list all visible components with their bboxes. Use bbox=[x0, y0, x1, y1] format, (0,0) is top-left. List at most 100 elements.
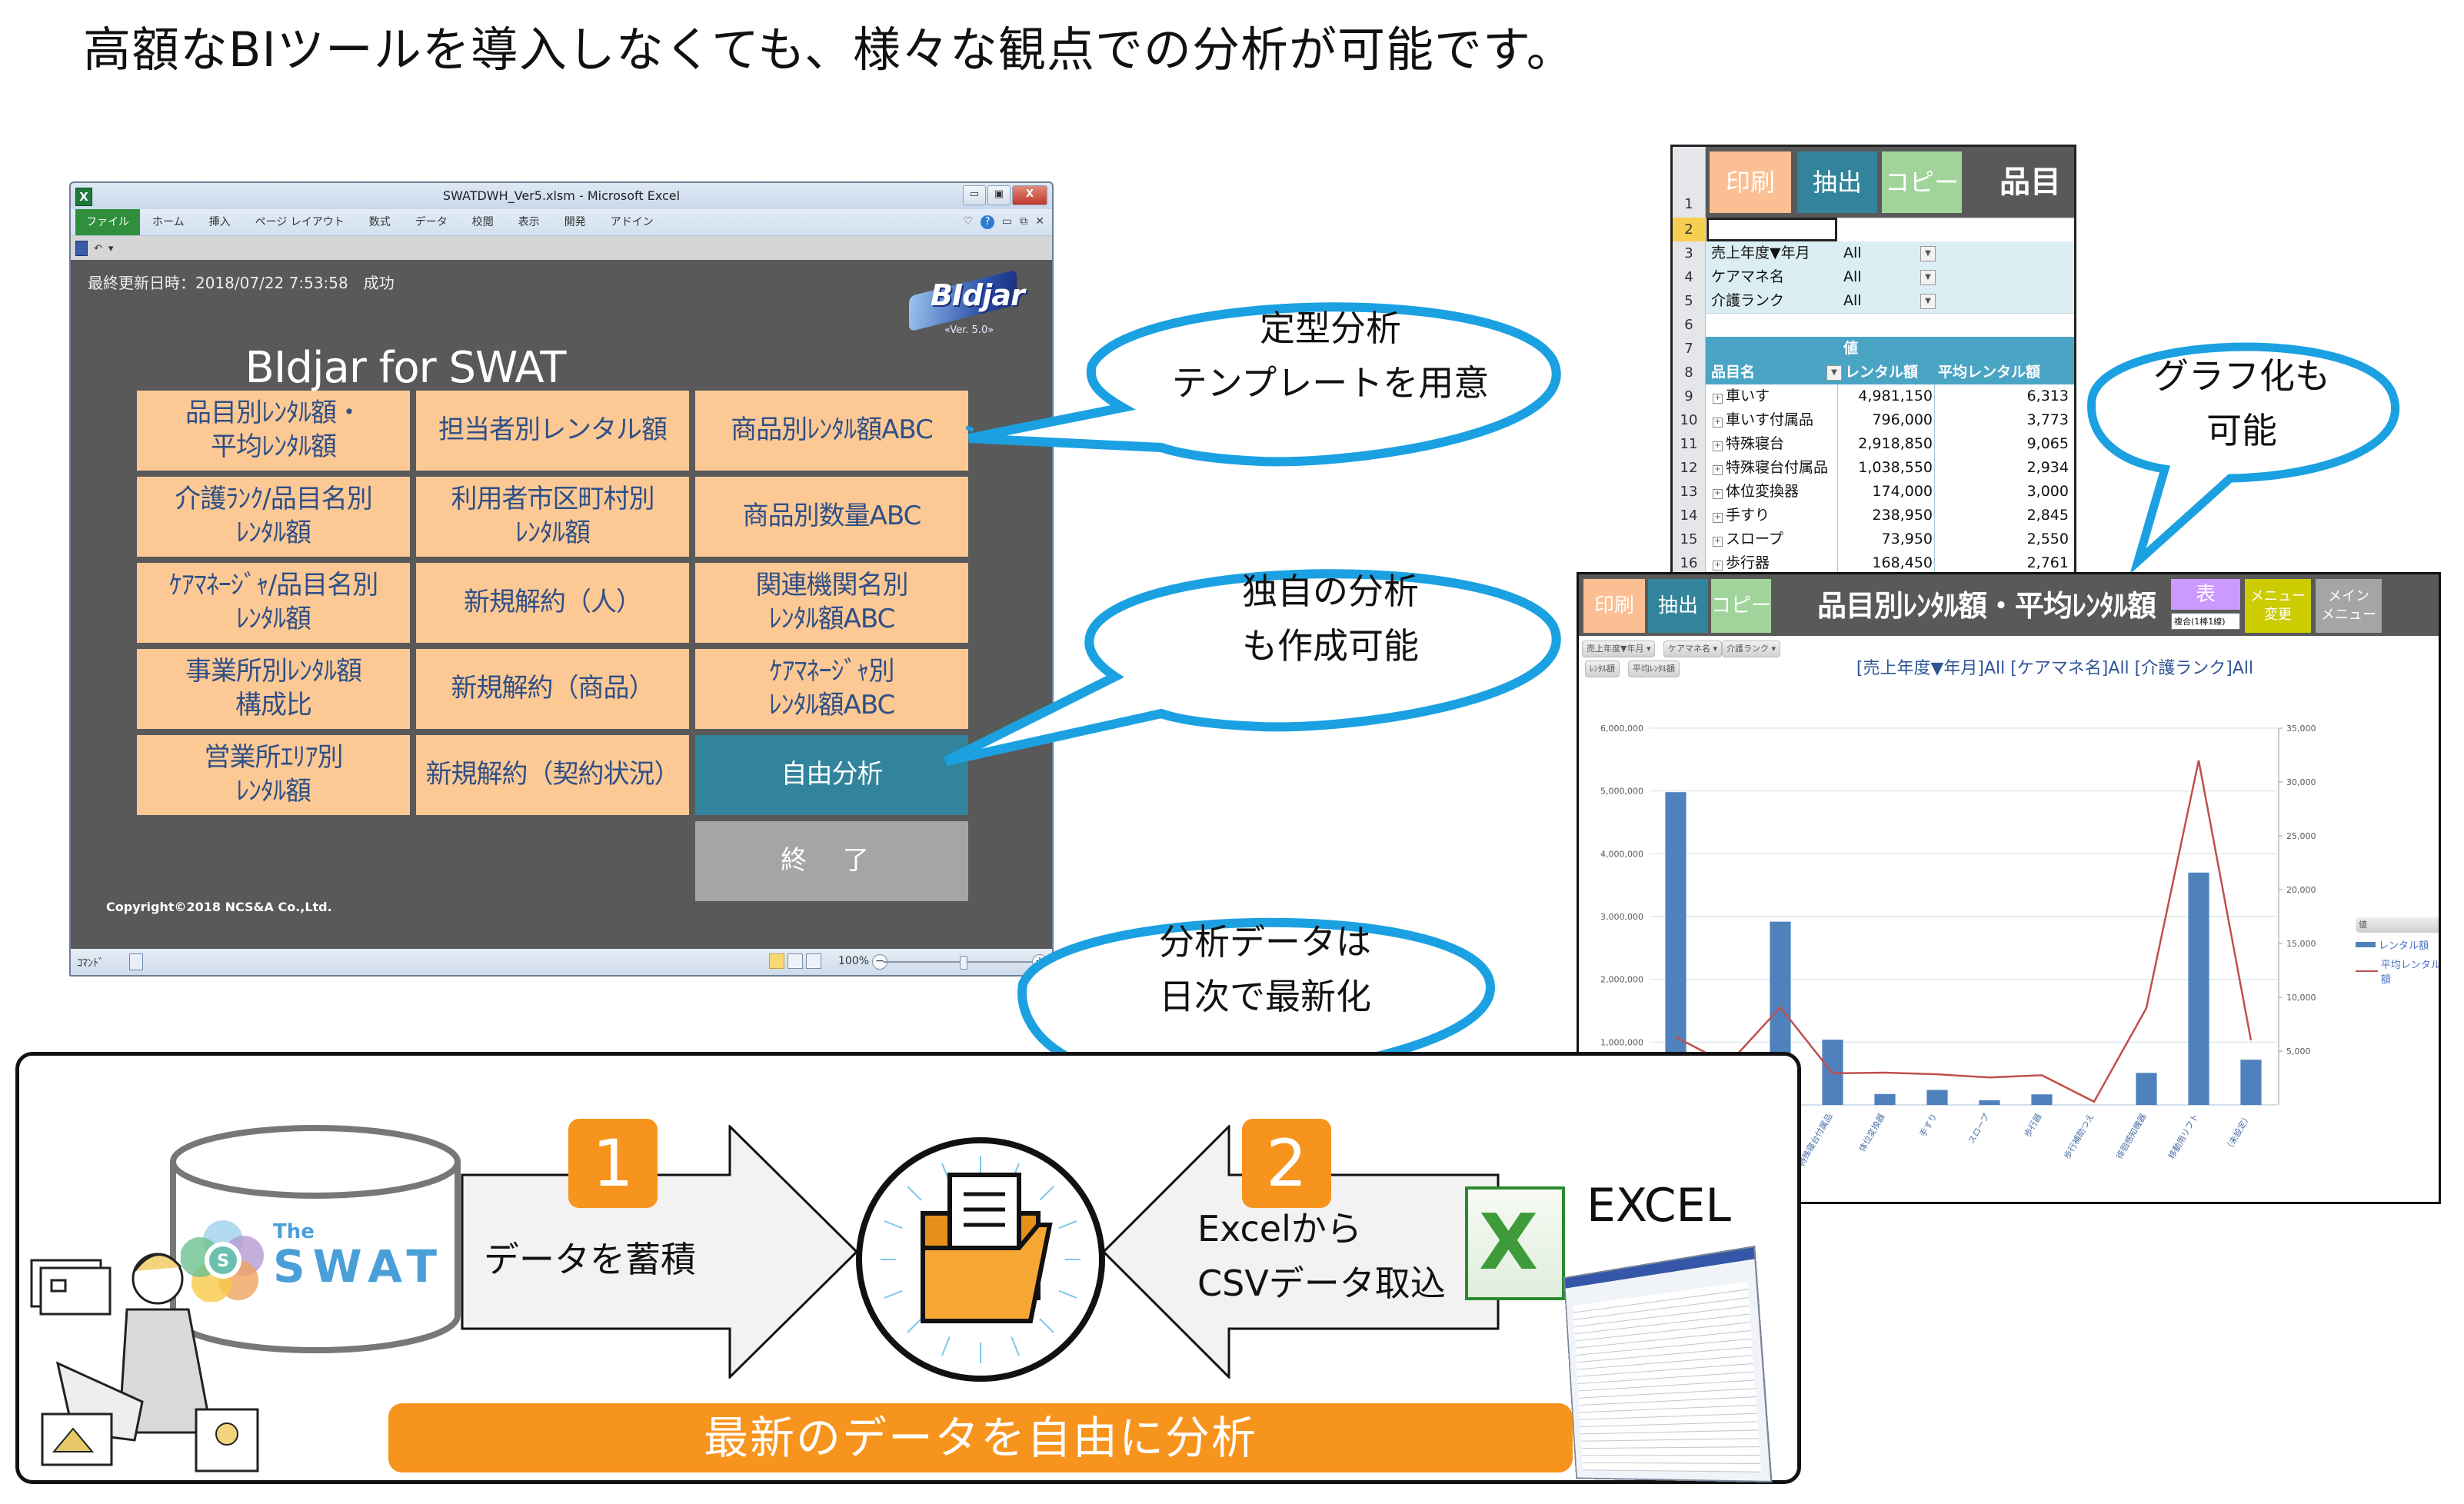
page-layout-view-icon[interactable] bbox=[787, 953, 803, 969]
item-name-cell[interactable]: +手すり bbox=[1713, 504, 1770, 527]
print-button[interactable]: 印刷 bbox=[1583, 579, 1645, 633]
chart-type-select[interactable]: 複合(1棒1線) bbox=[2171, 613, 2240, 630]
tab-review[interactable]: 校閲 bbox=[471, 216, 494, 228]
normal-view-icon[interactable] bbox=[769, 953, 784, 969]
menu-item-new-cancel-person[interactable]: 新規解約（人） bbox=[416, 563, 689, 643]
menu-item-product-rental-abc[interactable]: 商品別ﾚﾝﾀﾙ額ABC bbox=[695, 391, 968, 471]
tab-data[interactable]: データ bbox=[415, 216, 448, 228]
speech-bubble-shape bbox=[944, 569, 1561, 766]
item-name-cell[interactable]: +車いす bbox=[1713, 384, 1770, 408]
zoom-level[interactable]: 100% bbox=[837, 955, 869, 967]
menu-item-office-composition[interactable]: 事業所別ﾚﾝﾀﾙ額 構成比 bbox=[137, 649, 410, 729]
x-category-label: 徘徊感知機器 bbox=[2113, 1112, 2148, 1161]
item-name-cell[interactable]: +スロープ bbox=[1713, 527, 1783, 551]
undo-icon[interactable]: ↶ bbox=[94, 242, 102, 255]
menu-item-care-manager-item[interactable]: ｹｱﾏﾈｰｼﾞｬ/品目名別 ﾚﾝﾀﾙ額 bbox=[137, 563, 410, 643]
help-icon[interactable]: ? bbox=[981, 215, 995, 229]
free-analysis-button[interactable]: 自由分析 bbox=[695, 735, 968, 815]
tab-insert[interactable]: 挿入 bbox=[208, 216, 231, 228]
page-break-view-icon[interactable] bbox=[806, 953, 821, 969]
expand-icon[interactable]: + bbox=[1713, 394, 1723, 404]
legend-header[interactable]: 値 bbox=[2356, 917, 2439, 933]
menu-item-new-cancel-product[interactable]: 新規解約（商品） bbox=[416, 649, 689, 729]
tab-page-layout[interactable]: ページ レイアウト bbox=[255, 216, 345, 228]
print-button[interactable]: 印刷 bbox=[1710, 151, 1791, 213]
filter-row: 4 ケアマネ名 All ▼ bbox=[1673, 265, 2074, 290]
heart-icon[interactable]: ♡ bbox=[963, 215, 974, 228]
save-icon[interactable] bbox=[75, 241, 88, 256]
filter-pill-sales-year[interactable]: 売上年度▼年月 ▾ bbox=[1582, 641, 1656, 657]
ribbon-minimize-icon[interactable]: ▭ bbox=[1002, 215, 1013, 228]
main-menu-button[interactable]: メイン メニュー bbox=[2316, 579, 2382, 633]
workbook-close-icon[interactable]: ✕ bbox=[1035, 215, 1044, 228]
restore-icon[interactable]: ⧉ bbox=[1020, 215, 1028, 228]
menu-item-user-municipality[interactable]: 利用者市区町村別 ﾚﾝﾀﾙ額 bbox=[416, 477, 689, 557]
value-pill-rental[interactable]: ﾚﾝﾀﾙ額 bbox=[1585, 660, 1620, 677]
zoom-slider-thumb[interactable] bbox=[960, 956, 967, 970]
selected-cell[interactable] bbox=[1706, 218, 1837, 241]
item-name-cell[interactable]: +特殊寝台 bbox=[1713, 432, 1784, 456]
expand-icon[interactable]: + bbox=[1713, 537, 1723, 547]
row-number: 9 bbox=[1673, 384, 1706, 408]
tab-formulas[interactable]: 数式 bbox=[368, 216, 391, 228]
close-button[interactable]: X bbox=[1012, 185, 1047, 205]
menu-change-button[interactable]: メニュー 変更 bbox=[2245, 579, 2311, 633]
expand-icon[interactable]: + bbox=[1713, 513, 1723, 523]
excel-x-glyph: X bbox=[1479, 1197, 1539, 1287]
value-pill-avg-rental[interactable]: 平均ﾚﾝﾀﾙ額 bbox=[1628, 660, 1680, 677]
expand-icon[interactable]: + bbox=[1713, 418, 1723, 428]
bar[interactable] bbox=[2188, 872, 2209, 1105]
item-name-cell[interactable]: +体位変換器 bbox=[1713, 480, 1799, 504]
bar[interactable] bbox=[2136, 1073, 2157, 1105]
person-at-laptop-illustration bbox=[30, 1253, 259, 1472]
tab-developer[interactable]: 開発 bbox=[564, 216, 586, 228]
tab-file[interactable]: ファイル bbox=[75, 209, 140, 235]
table-button[interactable]: 表 bbox=[2171, 579, 2240, 610]
expand-icon[interactable]: + bbox=[1713, 441, 1723, 451]
menu-item-new-cancel-contract[interactable]: 新規解約（契約状況） bbox=[416, 735, 689, 815]
grid-spacer bbox=[137, 821, 410, 901]
customize-qat-icon[interactable]: ▾ bbox=[108, 242, 114, 255]
filter-pill-care-manager[interactable]: ケアマネ名 ▾ bbox=[1663, 641, 1723, 657]
copy-button[interactable]: コピー bbox=[1711, 579, 1771, 633]
window-title: SWATDWH_Ver5.xlsm - Microsoft Excel bbox=[442, 188, 681, 203]
swat-logo-the: The bbox=[273, 1220, 315, 1243]
bar[interactable] bbox=[1926, 1090, 1948, 1105]
zoom-out-button[interactable]: − bbox=[872, 954, 887, 970]
menu-item-care-rank-item[interactable]: 介護ﾗﾝｸ/品目名別 ﾚﾝﾀﾙ額 bbox=[137, 477, 410, 557]
item-name-cell[interactable]: +車いす付属品 bbox=[1713, 408, 1813, 432]
menu-item-rental-by-staff[interactable]: 担当者別レンタル額 bbox=[416, 391, 689, 471]
rental-cell: 4,981,150 bbox=[1858, 388, 1933, 404]
copy-button[interactable]: コピー bbox=[1882, 151, 1962, 213]
avg-rental-line[interactable] bbox=[1675, 760, 2253, 1103]
bar[interactable] bbox=[2240, 1060, 2262, 1105]
maximize-button[interactable]: ▣ bbox=[987, 185, 1011, 205]
dropdown-arrow-icon[interactable]: ▼ bbox=[1826, 365, 1842, 381]
tab-home[interactable]: ホーム bbox=[152, 216, 185, 228]
item-name-cell[interactable]: +歩行器 bbox=[1713, 551, 1770, 573]
extract-button[interactable]: 抽出 bbox=[1797, 151, 1877, 213]
minimize-button[interactable]: ▭ bbox=[963, 185, 986, 205]
tab-addins[interactable]: アドイン bbox=[610, 216, 654, 228]
chart-filter-caption: [売上年度▼年月]All [ケアマネ名]All [介護ランク]All bbox=[1856, 659, 2254, 678]
expand-icon[interactable]: + bbox=[1713, 561, 1723, 571]
item-name-cell[interactable]: +特殊寝台付属品 bbox=[1713, 456, 1828, 480]
bar[interactable] bbox=[2031, 1094, 2053, 1105]
expand-icon[interactable]: + bbox=[1713, 465, 1723, 475]
macro-record-icon[interactable] bbox=[129, 953, 143, 970]
tab-view[interactable]: 表示 bbox=[518, 216, 540, 228]
exit-button[interactable]: 終 了 bbox=[695, 821, 968, 901]
menu-item-rental-by-item[interactable]: 品目別ﾚﾝﾀﾙ額・ 平均ﾚﾝﾀﾙ額 bbox=[137, 391, 410, 471]
dropdown-arrow-icon[interactable]: ▼ bbox=[1920, 294, 1936, 309]
bar[interactable] bbox=[1979, 1100, 2000, 1105]
menu-item-care-manager-abc[interactable]: ｹｱﾏﾈｰｼﾞｬ別 ﾚﾝﾀﾙ額ABC bbox=[695, 649, 968, 729]
menu-item-product-quantity-abc[interactable]: 商品別数量ABC bbox=[695, 477, 968, 557]
expand-icon[interactable]: + bbox=[1713, 489, 1723, 499]
dropdown-arrow-icon[interactable]: ▼ bbox=[1920, 246, 1936, 261]
filter-pill-care-rank[interactable]: 介護ランク ▾ bbox=[1722, 641, 1781, 657]
bar[interactable] bbox=[1874, 1093, 1896, 1105]
extract-button[interactable]: 抽出 bbox=[1648, 579, 1708, 633]
dropdown-arrow-icon[interactable]: ▼ bbox=[1920, 270, 1936, 285]
menu-item-related-org-abc[interactable]: 関連機関名別 ﾚﾝﾀﾙ額ABC bbox=[695, 563, 968, 643]
menu-item-office-area[interactable]: 営業所ｴﾘｱ別 ﾚﾝﾀﾙ額 bbox=[137, 735, 410, 815]
